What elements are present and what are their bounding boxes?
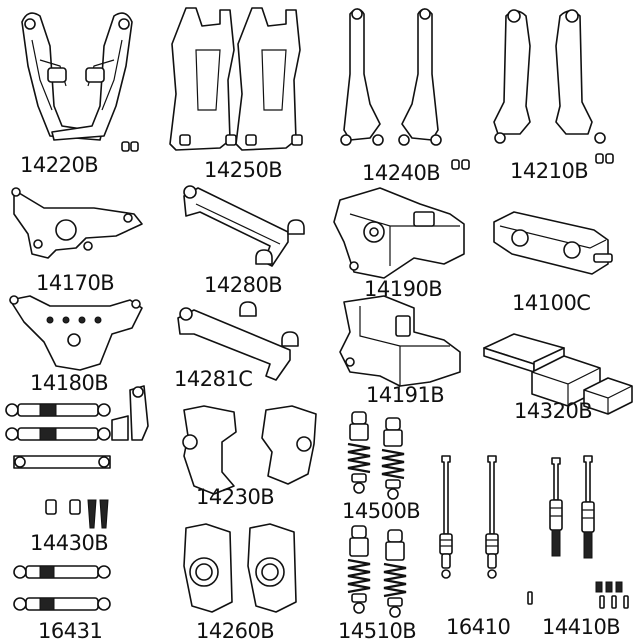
part-14320b-drawing — [483, 333, 633, 415]
part-14100c-drawing — [493, 211, 613, 275]
part-14281c-drawing — [177, 301, 299, 381]
part-16410-drawing — [439, 455, 499, 579]
part-16431-label: 16431 — [38, 619, 102, 640]
part-14230b-label: 14230B — [196, 485, 274, 509]
part-14240b-drawing — [340, 8, 470, 170]
part-14281c-label: 14281C — [174, 367, 252, 391]
part-14210b-label: 14210B — [510, 159, 588, 183]
part-14170b-drawing — [11, 187, 143, 259]
part-14191b-label: 14191B — [366, 383, 444, 407]
part-14510b-drawing — [347, 525, 407, 618]
part-14280b-drawing — [183, 185, 305, 267]
part-14180b-label: 14180B — [30, 371, 108, 395]
part-14220b-label: 14220B — [20, 153, 98, 177]
part-14510b-label: 14510B — [338, 619, 416, 640]
part-14260b-drawing — [183, 523, 297, 613]
part-14170b-label: 14170B — [36, 271, 114, 295]
part-14210b-drawing — [493, 9, 614, 164]
part-14410b-drawing — [527, 455, 629, 609]
part-14500b-label: 14500B — [342, 499, 420, 523]
part-14250b-label: 14250B — [204, 158, 282, 182]
part-16410-label: 16410 — [446, 615, 510, 639]
part-14191b-drawing — [339, 295, 461, 387]
part-14100c-label: 14100C — [512, 291, 590, 315]
part-14320b-label: 14320B — [514, 399, 592, 423]
part-14250b-drawing — [169, 7, 303, 151]
part-14260b-label: 14260B — [196, 619, 274, 640]
part-14410b-label: 14410B — [542, 615, 620, 639]
part-14190b-drawing — [333, 187, 465, 279]
part-14430b-label: 14430B — [30, 531, 108, 555]
part-14240b-label: 14240B — [362, 161, 440, 185]
part-14220b-drawing — [21, 12, 139, 152]
part-14280b-label: 14280B — [204, 273, 282, 297]
part-14230b-drawing — [182, 405, 317, 495]
part-14500b-drawing — [347, 411, 405, 500]
part-14430b-drawing — [5, 385, 149, 529]
part-16431-drawing — [13, 565, 111, 611]
part-14180b-drawing — [9, 295, 143, 371]
